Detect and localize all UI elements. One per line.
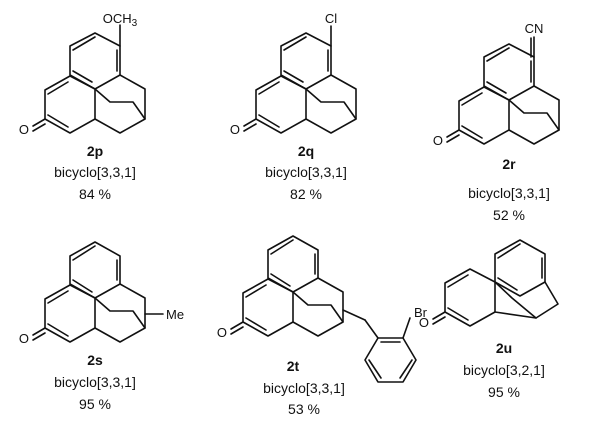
compound-id: 2t — [287, 358, 300, 374]
yield-label: 84 % — [79, 186, 111, 202]
carbonyl-oxygen-label: O — [433, 133, 443, 148]
ring-system-label: bicyclo[3,3,1] — [263, 380, 345, 396]
compound-2r: CN O 2r bicyclo[3,3,1] 52 % — [433, 21, 560, 223]
substituent-label: Br — [414, 305, 428, 320]
yield-label: 82 % — [290, 186, 322, 202]
compound-id: 2u — [496, 340, 512, 356]
yield-label: 95 % — [79, 396, 111, 412]
carbonyl-oxygen-label: O — [419, 315, 429, 330]
substituent-label: OCH3 — [103, 11, 138, 29]
substituent-label: Cl — [325, 11, 337, 26]
structure-2p — [32, 24, 146, 134]
structure-2t — [230, 235, 417, 383]
ring-system-label: bicyclo[3,3,1] — [54, 164, 136, 180]
compound-2p: OCH3 O 2p bicyclo[3,3,1] 84 % — [19, 11, 146, 202]
substituent-label: Me — [166, 307, 184, 322]
compound-2s: Me O 2s bicyclo[3,3,1] 95 % — [19, 241, 184, 412]
structure-2q — [243, 25, 357, 134]
compound-2t: Br O 2t bicyclo[3,3,1] 53 % — [217, 235, 428, 417]
ring-system-label: bicyclo[3,3,1] — [265, 164, 347, 180]
structure-2u — [432, 239, 559, 327]
yield-label: 95 % — [488, 384, 520, 400]
compound-id: 2p — [87, 143, 103, 159]
ring-system-label: bicyclo[3,2,1] — [463, 362, 545, 378]
structure-2s — [32, 241, 164, 343]
ring-system-label: bicyclo[3,3,1] — [468, 185, 550, 201]
carbonyl-oxygen-label: O — [19, 122, 29, 137]
carbonyl-oxygen-label: O — [217, 325, 227, 340]
substituent-label: CN — [525, 21, 544, 36]
compound-2q: Cl O 2q bicyclo[3,3,1] 82 % — [230, 11, 357, 202]
carbonyl-oxygen-label: O — [230, 122, 240, 137]
ring-system-label: bicyclo[3,3,1] — [54, 374, 136, 390]
compound-id: 2r — [502, 156, 516, 172]
structure-2r — [446, 36, 560, 145]
compound-id: 2s — [87, 352, 103, 368]
carbonyl-oxygen-label: O — [19, 331, 29, 346]
compound-id: 2q — [298, 143, 314, 159]
yield-label: 52 % — [493, 207, 525, 223]
yield-label: 53 % — [288, 401, 320, 417]
compound-2u: O 2u bicyclo[3,2,1] 95 % — [419, 239, 559, 400]
